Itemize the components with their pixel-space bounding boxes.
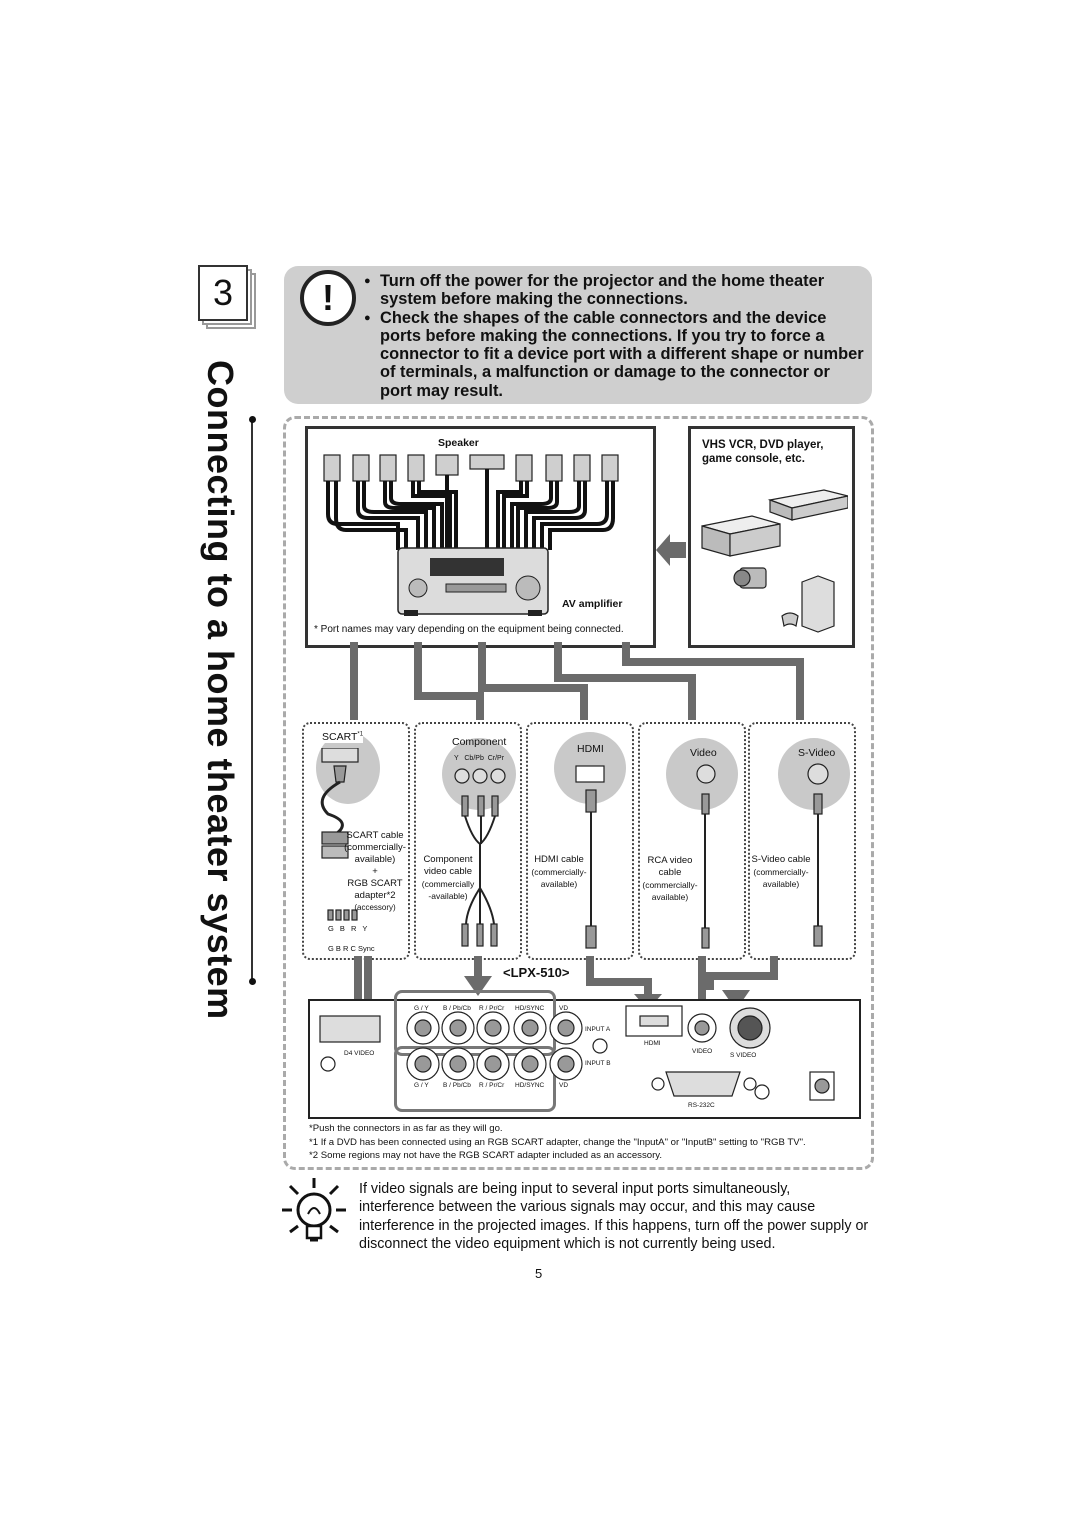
hdmi-plug-icon <box>585 789 597 813</box>
screw-icon <box>754 1084 770 1100</box>
component-cable-note: Component video cable (commercially -ava… <box>421 854 475 901</box>
speaker-amp-illustration <box>323 454 619 616</box>
hdmi-cable-note: HDMI cable (commercially- available) <box>531 854 587 889</box>
projector-ports <box>319 1005 835 1101</box>
lightbulb-icon <box>282 1178 346 1242</box>
video-label: Video <box>690 747 717 759</box>
rca-jack-icon <box>696 764 716 784</box>
footnote: *1 If a DVD has been connected using an … <box>309 1136 806 1148</box>
page-number: 5 <box>535 1266 543 1281</box>
scart-cable-note: SCART cable (commercially- available) + … <box>344 830 406 912</box>
input-a-labels: G / Y B / Pb/Cb R / Pr/Cr HD/SYNC VD <box>414 1005 569 1012</box>
svideo-label: S-Video <box>798 747 836 759</box>
screw-icon <box>320 1056 336 1072</box>
input-a-label: INPUT A <box>585 1026 611 1033</box>
warning-item: Turn off the power for the projector and… <box>364 272 864 309</box>
speaker-icon <box>407 454 425 482</box>
warning-list: Turn off the power for the projector and… <box>364 272 864 400</box>
scart-pins-label-2: G B R C Sync <box>328 944 375 953</box>
speaker-icon <box>573 454 591 482</box>
input-b-jacks <box>406 1047 583 1081</box>
d4-video-label: D4 VIDEO <box>344 1050 375 1057</box>
video-port-label: VIDEO <box>692 1048 713 1055</box>
rule-dot <box>249 978 256 985</box>
exclamation-icon: ! <box>300 270 356 326</box>
svideo-socket-icon <box>807 763 829 785</box>
speaker-label: Speaker <box>438 437 479 449</box>
speaker-icon <box>601 454 619 482</box>
av-devices-illustration <box>701 489 848 633</box>
devices-label: VHS VCR, DVD player, game console, etc. <box>702 439 824 465</box>
video-port-box <box>638 722 746 960</box>
scart-adapter-icon <box>321 845 349 859</box>
rs232c-label: RS-232C <box>688 1102 715 1109</box>
hdmi-label: HDMI <box>577 743 604 755</box>
svideo-cable-note: S-Video cable (commercially- available) <box>751 854 811 889</box>
tip-text: If video signals are being input to seve… <box>359 1181 869 1253</box>
speaker-icon <box>435 454 459 476</box>
rca-jack-icon <box>472 768 488 784</box>
d4-port-icon <box>319 1015 381 1043</box>
title-rule <box>251 420 253 980</box>
svideo-port-box <box>748 722 856 960</box>
arrow-left-icon <box>656 534 686 566</box>
input-b-group <box>394 1046 556 1112</box>
hdmi-socket-icon <box>575 765 605 783</box>
model-label: <LPX-510> <box>503 965 570 980</box>
game-console-icon <box>801 575 835 633</box>
gamepad-icon <box>781 612 799 627</box>
speaker-icon <box>469 454 505 470</box>
screw-icon <box>592 1038 608 1054</box>
hdmi-port-label: HDMI <box>644 1040 661 1047</box>
speaker-icon <box>379 454 397 482</box>
rca-jack-icon <box>490 768 506 784</box>
speaker-icon <box>545 454 563 482</box>
port-name-note: * Port names may vary depending on the e… <box>314 624 624 635</box>
connection-diagram <box>283 416 874 1170</box>
speaker-icon <box>323 454 341 482</box>
component-label: Component <box>452 736 507 748</box>
speaker-icon <box>352 454 370 482</box>
rs232c-port-icon <box>665 1071 741 1097</box>
input-a-jacks <box>406 1011 583 1045</box>
scart-socket-icon <box>321 748 359 763</box>
component-port-box <box>414 722 522 960</box>
cable-routes <box>350 642 804 720</box>
warning-item: Check the shapes of the cable connectors… <box>364 309 864 400</box>
section-title: Connecting to a home theater system <box>200 360 241 1020</box>
input-b-label: INPUT B <box>585 1060 611 1067</box>
step-number: 3 <box>198 265 248 321</box>
projector-panel <box>308 999 861 1119</box>
speaker-icon <box>515 454 533 482</box>
rule-dot <box>249 416 256 423</box>
amplifier-label: AV amplifier <box>562 598 623 610</box>
footnotes: *Push the connectors in as far as they w… <box>309 1122 865 1163</box>
input-b-labels: G / Y B / Pb/Cb R / Pr/Cr HD/SYNC VD <box>414 1082 569 1089</box>
scart-pins-label: G B R Y <box>328 924 370 933</box>
svideo-port-label: S VIDEO <box>730 1052 757 1059</box>
footnote: *2 Some regions may not have the RGB SCA… <box>309 1150 663 1161</box>
scart-label: SCART*1 <box>322 731 364 743</box>
video-cable-note: RCA video cable (commercially- available… <box>642 855 698 902</box>
scart-plug-icon <box>333 765 347 783</box>
hdmi-port-box <box>526 722 634 960</box>
component-sub-label: Y Cb/Pb Cr/Pr <box>454 755 505 762</box>
footnote: *Push the connectors in as far as they w… <box>309 1123 503 1134</box>
rca-jack-icon <box>454 768 470 784</box>
cable-illustrations <box>320 748 829 949</box>
